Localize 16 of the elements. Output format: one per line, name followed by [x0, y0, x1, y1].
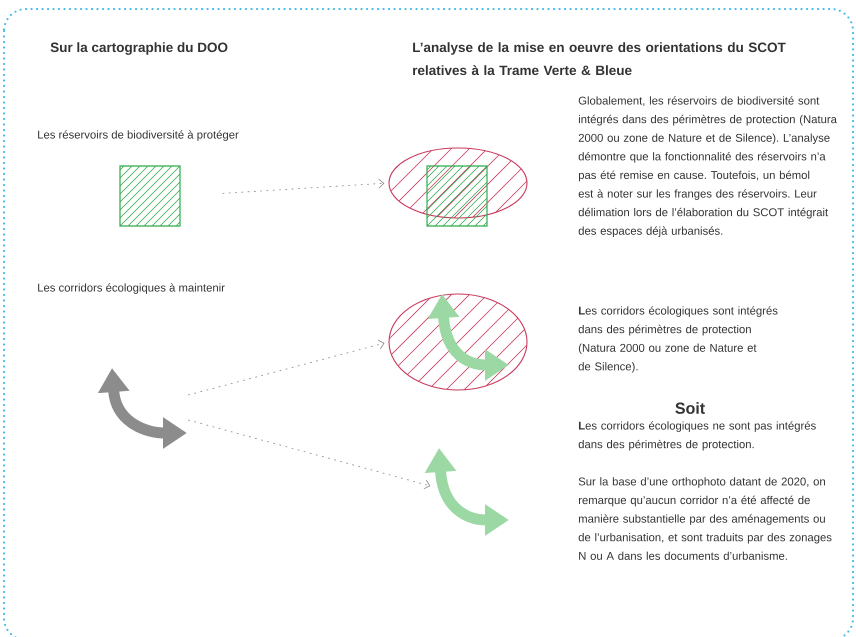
dotted-arrow [188, 340, 385, 396]
paragraph: Sur la base d’une orthophoto datant de 2020, on remarque qu’aucun corridor n’a été affecté de manière substantielle par des aménagements ou de l’urbanisation, et sont traduits par des zonages N ou A dans les documents d’urbanisme. [578, 477, 832, 560]
subheading: Soit [675, 402, 705, 414]
paragraph: Globalement, les réservoirs de biodiversité sont intégrés dans des périmètres de protection (Natura 2000 ou zone de Nature et de Silence). L’analyse démontre que la fonctionnalité des réservoirs n’a pas été remise en cause. Toutefois, un bémol est à noter sur les franges des réservoirs. Leur délimation lors de l’élaboration du SCOT intégrait des espaces déjà urbanisés. [578, 96, 837, 238]
hatched-square [426, 165, 488, 227]
heading: L’analyse de la mise en oeuvre des orientations du SCOT relatives à la Trame Verte & Bleue [413, 42, 786, 76]
paragraph: Les corridors écologiques ne sont pas intégrés dans des périmètres de protection. [578, 421, 816, 450]
hatched-ellipse [388, 293, 528, 391]
heading: Sur la cartographie du DOO [50, 42, 228, 55]
dotted-arrow [188, 420, 430, 490]
dotted-arrow [222, 178, 384, 194]
hatched-square [119, 165, 181, 227]
hatched-ellipse [388, 147, 528, 219]
caption-text: Les corridors écologiques à maintenir [38, 283, 225, 294]
caption-text: Les réservoirs de biodiversité à protéger [38, 130, 239, 141]
paragraph: Les corridors écologiques sont intégrés dans des périmètres de protection (Natura 2000 ou zone de Nature et de Silence). [578, 306, 778, 373]
